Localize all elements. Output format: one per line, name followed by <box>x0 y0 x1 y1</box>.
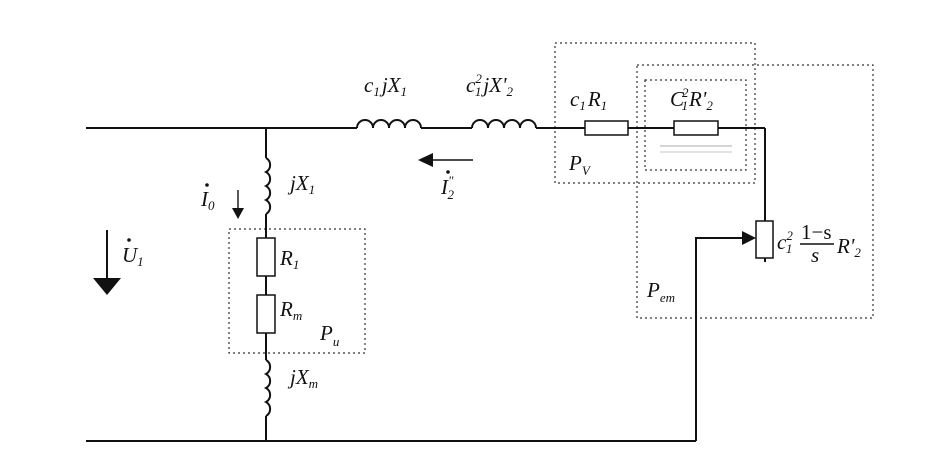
shunt-resistor-rm <box>256 294 276 334</box>
load-resistor <box>755 220 774 259</box>
series-resistor-r1 <box>584 120 629 136</box>
shunt-inductor-bottom <box>263 359 272 417</box>
i0-dot <box>205 183 209 187</box>
shunt-resistor-r1 <box>256 237 276 277</box>
label-r1-shunt: R1 <box>279 246 299 272</box>
label-pem: Pem <box>646 278 675 305</box>
i2-arrow-head <box>418 153 433 167</box>
pv-box <box>554 42 756 184</box>
label-pv: PV <box>568 151 592 178</box>
label-u1: U1 <box>122 243 144 269</box>
top-inductor-2 <box>471 119 537 129</box>
shunt-inductor-top <box>263 157 272 215</box>
label-jxm: jXm <box>287 365 318 391</box>
i2-dot <box>446 170 450 174</box>
label-load-r2: R'2 <box>836 234 861 260</box>
label-i0: I0 <box>200 187 215 213</box>
slider-wire <box>695 237 744 441</box>
slider-arrow <box>742 231 756 245</box>
pu-box <box>228 228 366 354</box>
label-rm: Rm <box>279 297 302 323</box>
voltage-arrow-head <box>93 278 121 295</box>
inner-rotor-box <box>644 79 747 171</box>
label-jx1: jX1 <box>287 171 315 197</box>
label-load-denominator: s <box>811 243 819 267</box>
u1-dot <box>127 238 131 242</box>
label-pu: Pu <box>319 321 340 349</box>
label-i2: I"2 <box>440 173 454 202</box>
i0-arrow-head <box>232 208 244 219</box>
top-inductor-1 <box>356 119 422 129</box>
label-load-numerator: 1−s <box>801 220 832 244</box>
pem-box <box>636 64 874 319</box>
label-c1r1: c1R1 <box>570 87 607 113</box>
label-c1jx1: c1jX1 <box>364 73 407 99</box>
series-resistor-r2 <box>673 120 719 136</box>
